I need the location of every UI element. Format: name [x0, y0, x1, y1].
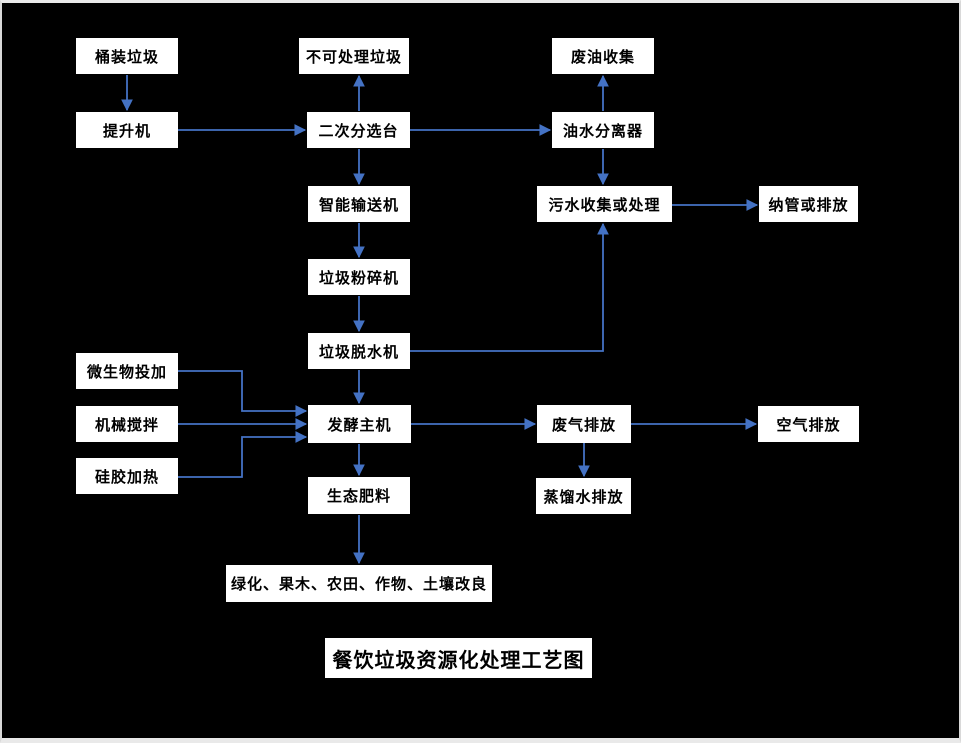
node-fermentation-host: 发酵主机: [308, 405, 411, 443]
node-eco-fertilizer: 生态肥料: [308, 477, 410, 514]
node-unprocessable-waste: 不可处理垃圾: [299, 38, 409, 74]
node-secondary-sorting: 二次分选台: [307, 112, 410, 148]
node-microbial-dosing: 微生物投加: [76, 353, 178, 389]
node-waste-dehydrator: 垃圾脱水机: [308, 333, 410, 369]
diagram-title: 餐饮垃圾资源化处理工艺图: [325, 638, 592, 678]
node-elevator: 提升机: [76, 112, 178, 148]
node-fertilizer-usage: 绿化、果木、农田、作物、土壤改良: [226, 565, 492, 602]
arrow-microbial-to-fermenter: [178, 370, 308, 417]
node-smart-conveyor: 智能输送机: [308, 186, 410, 222]
arrow-dehydrator-to-sewage: [410, 222, 609, 352]
node-pipe-or-discharge: 纳管或排放: [759, 186, 858, 222]
node-waste-oil-collection: 废油收集: [552, 38, 654, 74]
node-silica-gel-heating: 硅胶加热: [76, 458, 178, 494]
node-distilled-water-discharge: 蒸馏水排放: [536, 478, 631, 514]
node-waste-gas-discharge: 废气排放: [537, 405, 631, 443]
node-sewage-treatment: 污水收集或处理: [537, 186, 672, 222]
node-waste-crusher: 垃圾粉碎机: [308, 259, 410, 295]
node-barrel-waste: 桶装垃圾: [76, 38, 178, 74]
node-air-discharge: 空气排放: [758, 406, 859, 442]
node-oil-water-separator: 油水分离器: [552, 112, 654, 148]
arrow-heating-to-fermenter: [178, 431, 308, 478]
node-mechanical-stirring: 机械搅拌: [76, 406, 178, 442]
